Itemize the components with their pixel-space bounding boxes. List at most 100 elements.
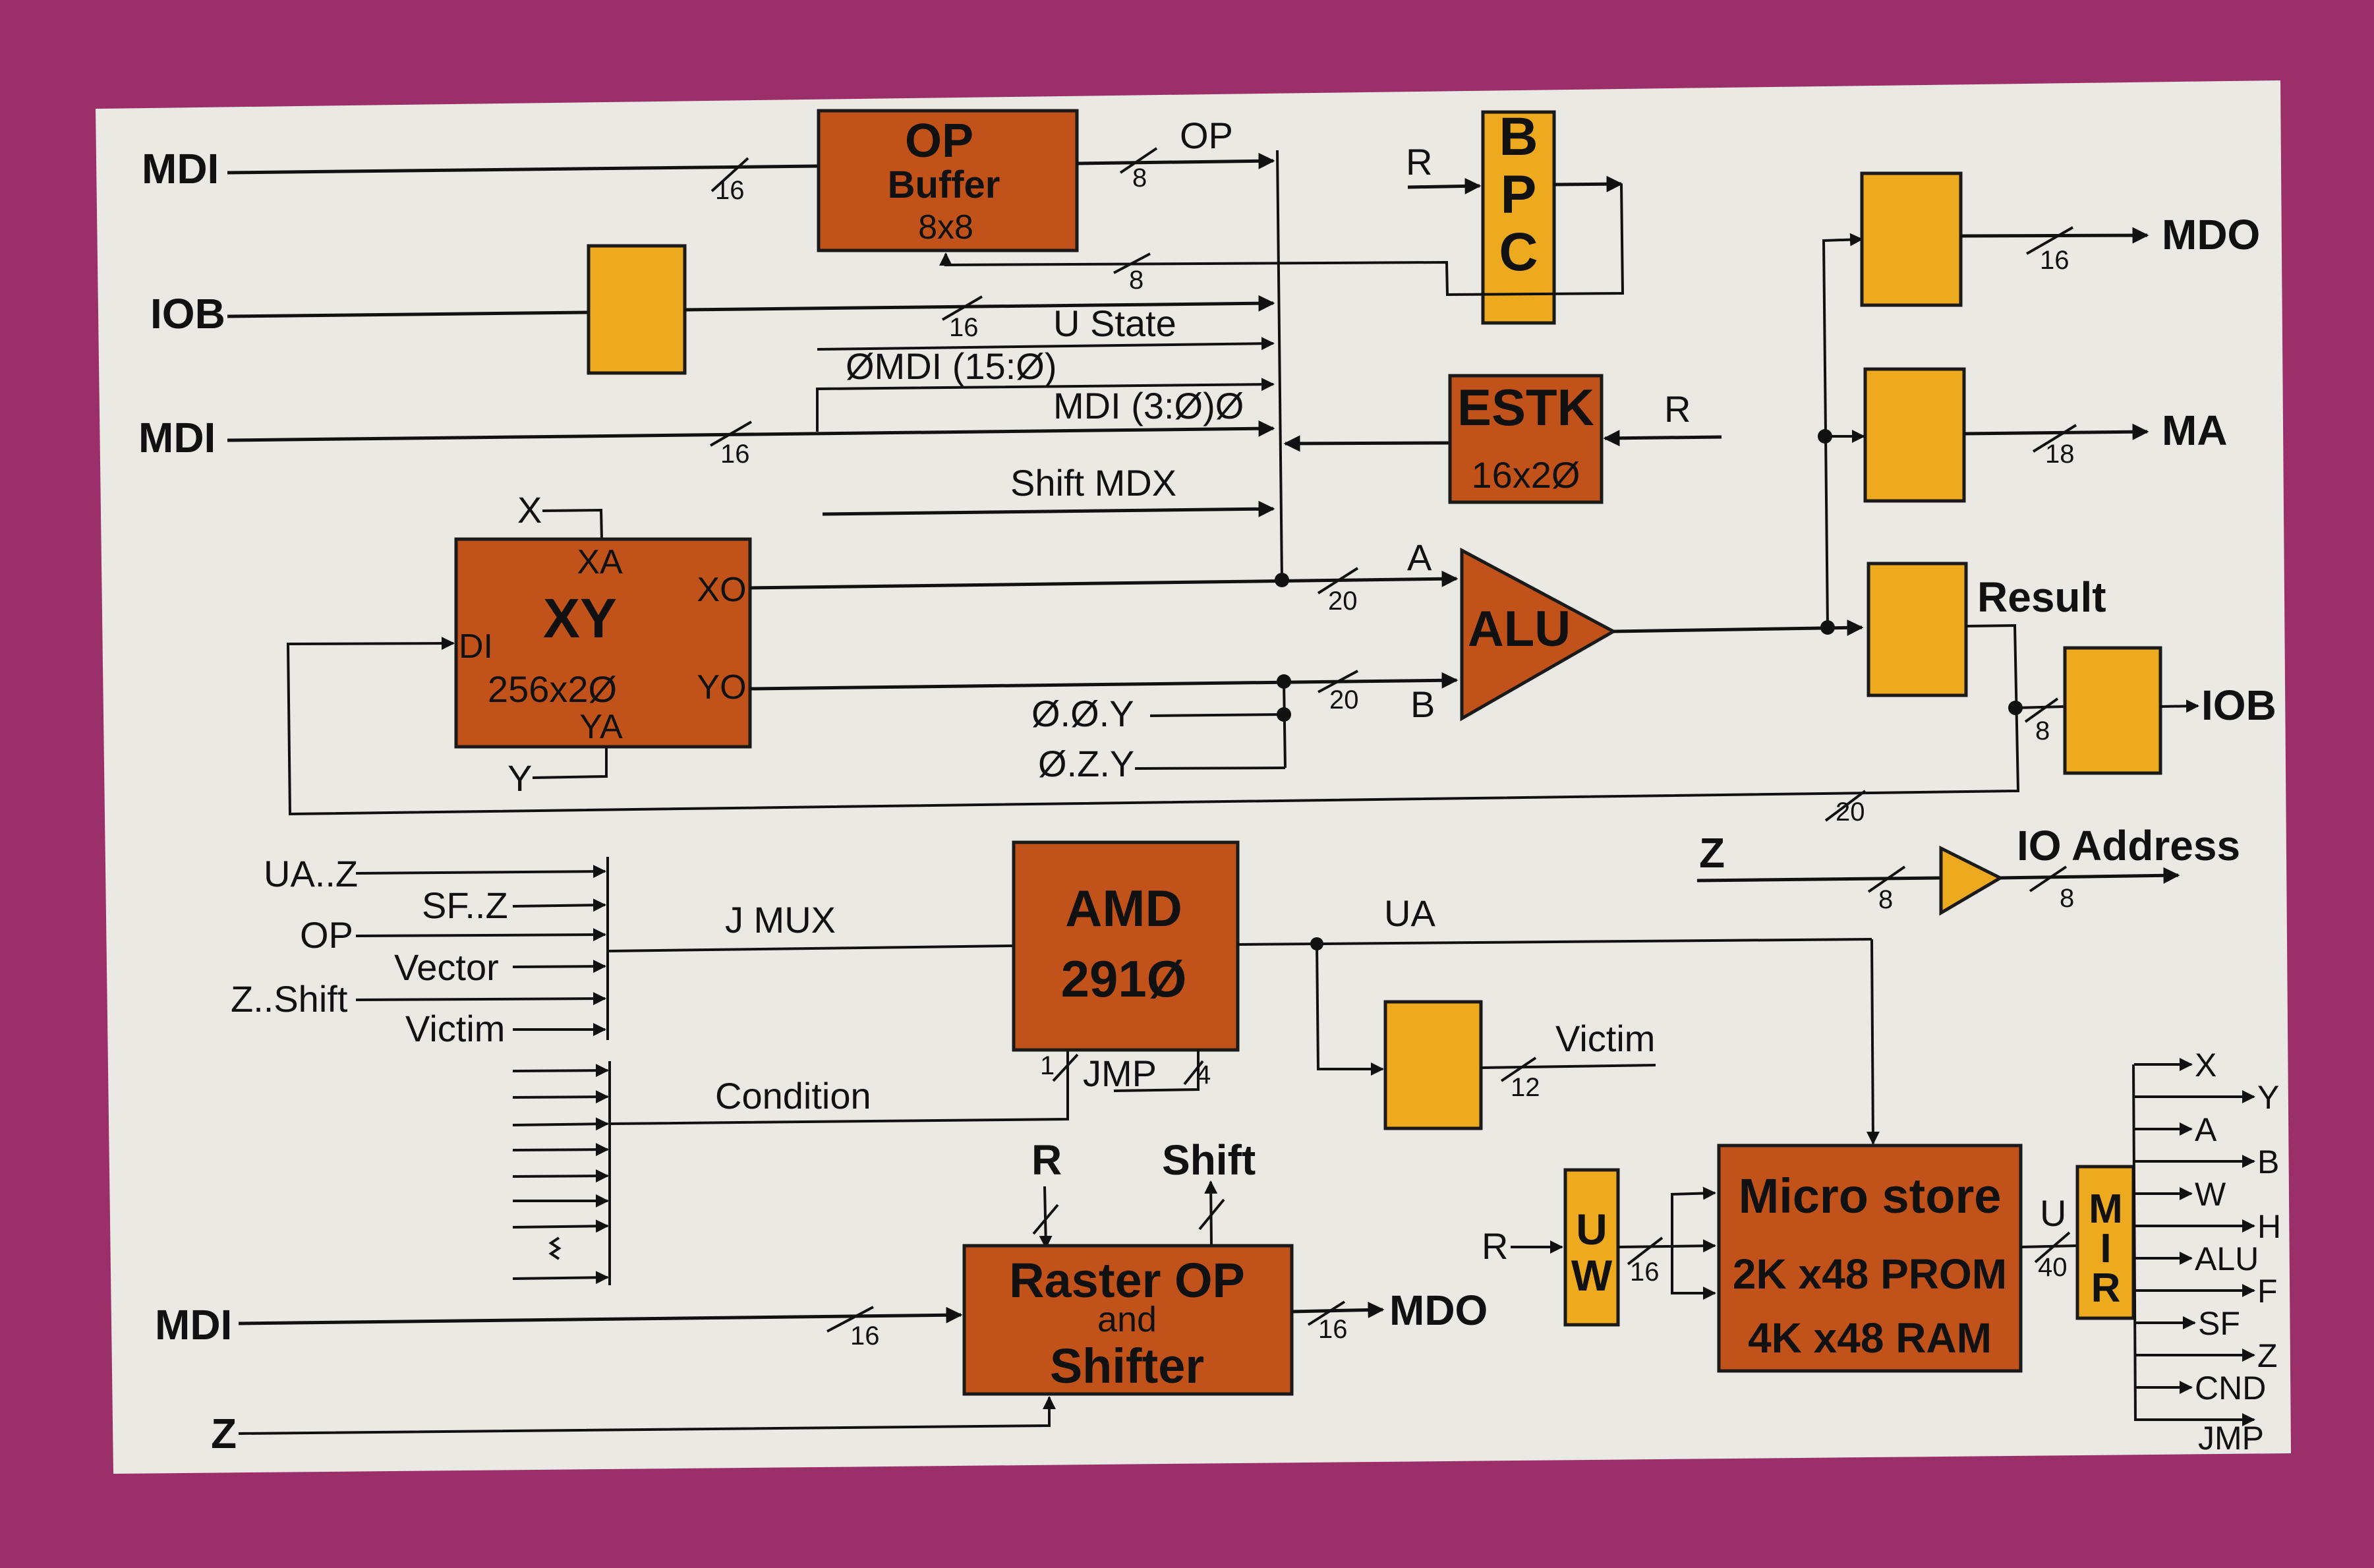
- mir-output-label: Z: [2257, 1337, 2278, 1374]
- bus-width-alu-b: 20: [1329, 685, 1359, 714]
- io-address-label: IO Address: [2017, 822, 2240, 869]
- bus-tick: [1867, 865, 1906, 893]
- jmux-input-label: SF..Z: [422, 885, 508, 926]
- iob-register: [587, 244, 687, 375]
- raster-out-wire: [1291, 1301, 1385, 1318]
- bus-width-op: 8: [1132, 163, 1147, 192]
- bpc-letter-c: C: [1499, 222, 1538, 282]
- bus-width-alu-a: 20: [1328, 587, 1358, 616]
- result-label: Result: [1977, 573, 2106, 621]
- bus-width-mdo-top: 16: [2040, 246, 2070, 275]
- jmux-input-wire: [512, 898, 606, 912]
- mdo-register: [1860, 171, 1963, 307]
- jmux-input-label: Vector: [394, 946, 499, 988]
- condition-input-wire: [512, 1271, 609, 1285]
- u-state-label: U State: [1053, 303, 1176, 344]
- amd-2910-block: [1012, 840, 1240, 1052]
- u-mir-label: U: [2040, 1192, 2066, 1234]
- alu-triangle: [1460, 547, 1617, 722]
- amd-model: 291Ø: [1061, 950, 1187, 1008]
- bus-tick: [1317, 567, 1359, 595]
- iob-out-wire: [684, 295, 1275, 312]
- victim-out-wire: [1480, 1064, 1656, 1069]
- mdi-bottom-label: MDI: [155, 1301, 232, 1349]
- o-z-y-wire: [1134, 767, 1286, 770]
- o-o-y-label: Ø.Ø.Y: [1031, 693, 1134, 734]
- iob-out-label: IOB: [2201, 682, 2276, 729]
- bus-tick: [1307, 1300, 1346, 1326]
- bus-tick: [826, 1306, 874, 1333]
- iob-in-wire: [227, 310, 589, 318]
- mdo-top-label: MDO: [2162, 211, 2260, 258]
- ua-wire: [1237, 938, 1872, 946]
- bus-width-mdi-mid: 16: [720, 440, 750, 469]
- condition-inputs: [512, 1064, 609, 1285]
- mir-output-label: F: [2257, 1273, 2278, 1310]
- bus-width-uw-out: 16: [1630, 1258, 1660, 1287]
- bus-tick: [1824, 790, 1867, 822]
- o-o-y-wire: [1149, 713, 1285, 717]
- mir-output-label: ALU: [2195, 1240, 2259, 1277]
- jmux-out-wire: [607, 944, 1014, 952]
- xy-port-di: DI: [459, 627, 493, 666]
- mir-letter-i: I: [2100, 1226, 2111, 1271]
- micro-store-ram: 4K x48 RAM: [1748, 1314, 1992, 1362]
- op-buffer-block: [817, 109, 1079, 252]
- op-signal-label: OP: [1180, 115, 1233, 156]
- bus-tick: [709, 421, 753, 447]
- mdi-top-label: MDI: [142, 145, 219, 192]
- alu-a-label: A: [1407, 537, 1432, 578]
- jmux-input-label: UA..Z: [264, 853, 358, 894]
- io-in-wire: [1696, 876, 1942, 883]
- xy-port-xo: XO: [697, 571, 746, 609]
- uw-letter-w: W: [1571, 1251, 1613, 1300]
- raster-shift-label: Shift: [1162, 1136, 1256, 1184]
- jmux-input-wire: [512, 960, 606, 973]
- estk-r-wire: [1603, 430, 1722, 447]
- xy-port-ya: YA: [579, 708, 623, 746]
- iob-out-wire: [2160, 699, 2199, 713]
- mir-letter-r: R: [2091, 1265, 2121, 1311]
- bus-tick: [1317, 670, 1358, 693]
- mdi-top-wire: [227, 164, 818, 175]
- bus-width-iob-out: 8: [2035, 716, 2050, 745]
- mdo-reg-feed: [1822, 233, 1863, 628]
- bus-tick: [1500, 1057, 1537, 1082]
- xy-port-yo: YO: [697, 668, 746, 707]
- bus-tick: [2032, 424, 2077, 453]
- shift-mdx-label: Shift MDX: [1010, 462, 1176, 504]
- bpc-letter-p: P: [1501, 165, 1537, 225]
- uw-block: [1563, 1168, 1620, 1327]
- z-io-label: Z: [1699, 829, 1725, 877]
- io-address-wire: [2000, 867, 2180, 884]
- iob-reg-feed: [2015, 705, 2066, 709]
- bus-tick: [1198, 1198, 1225, 1231]
- bus-width-jmp-left: 1: [1040, 1051, 1055, 1080]
- mir-in-wire: [2020, 1244, 2078, 1248]
- bus-width-io-in: 8: [1878, 885, 1893, 914]
- alu-label: ALU: [1468, 601, 1571, 657]
- uw-letter-u: U: [1576, 1205, 1607, 1254]
- mdo-top-wire: [1960, 227, 2149, 244]
- bus-width-jmp-right: 4: [1196, 1060, 1211, 1089]
- bpc-out-wire: [1553, 175, 1623, 192]
- raster-title: Raster OP: [1009, 1253, 1245, 1308]
- op-buffer-title: OP: [905, 115, 973, 167]
- raster-and: and: [1097, 1300, 1157, 1339]
- jmux-inputs: UA..Z SF..Z OP Vector Z..Shift Victim: [231, 853, 606, 1049]
- jmux-input-wire: [355, 928, 606, 942]
- y-input-wire: [532, 747, 608, 779]
- mir-output-label: JMP: [2198, 1420, 2264, 1457]
- bus-tick: [1627, 1236, 1664, 1265]
- mir-output-label: CND: [2195, 1370, 2266, 1407]
- omdi-label: ØMDI (15:Ø): [846, 345, 1057, 387]
- estk-size: 16x2Ø: [1472, 454, 1580, 496]
- estk-out-wire: [1283, 435, 1451, 452]
- junction-dot: [1275, 573, 1289, 587]
- bus-width-ma: 18: [2045, 440, 2075, 469]
- mdi-mid-label: MDI: [138, 414, 216, 461]
- o-z-y-label: Ø.Z.Y: [1038, 743, 1134, 784]
- condition-input-wire: [512, 1117, 609, 1131]
- ua-to-victim-wire: [1316, 943, 1384, 1076]
